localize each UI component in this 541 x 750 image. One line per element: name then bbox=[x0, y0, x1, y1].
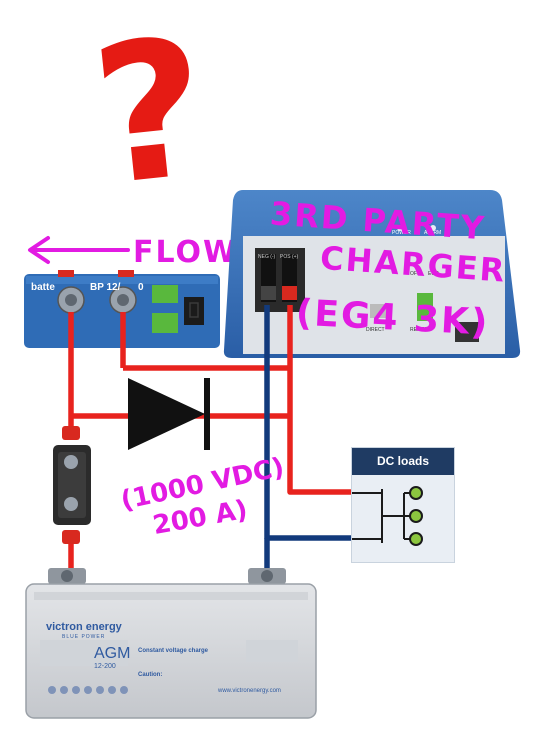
battery-model: 12-200 bbox=[94, 663, 116, 670]
charger-unit bbox=[223, 190, 521, 358]
dc-loads-title: DC loads bbox=[352, 448, 454, 475]
charger-off-label: OFF bbox=[410, 271, 420, 277]
battery-type: AGM bbox=[94, 645, 130, 662]
flow-label: FLOW bbox=[133, 235, 238, 270]
charger-alarm-label: ALARM bbox=[424, 230, 441, 236]
dc-loads-icon bbox=[352, 486, 423, 546]
charger-annotation-line3: (EG4 3K) bbox=[295, 293, 490, 344]
battery-tagline: BLUE POWER bbox=[62, 634, 105, 640]
flow-arrow bbox=[28, 236, 130, 264]
dc-loads-box: DC loads bbox=[351, 447, 455, 563]
battery-protect-model-tail: 0 bbox=[138, 282, 144, 293]
battery-protect-model: BP 12/ bbox=[90, 282, 121, 293]
battery-charge-heading: Constant voltage charge bbox=[138, 648, 209, 654]
agm-battery bbox=[25, 568, 317, 719]
charger-direct-label: DIRECT bbox=[366, 327, 385, 333]
charger-remote-label: REMOTE bbox=[410, 327, 432, 333]
charger-power-label: POWER bbox=[392, 230, 411, 236]
charger-eco-label: ECO bbox=[428, 271, 439, 277]
negative-wiring bbox=[264, 305, 352, 572]
diode-symbol bbox=[128, 378, 210, 450]
fuse-holder bbox=[53, 426, 91, 544]
battery-website: www.victronenergy.com bbox=[217, 688, 281, 694]
battery-brand: victron energy bbox=[46, 621, 123, 633]
charger-neg-label: NEG (-) bbox=[258, 254, 276, 260]
question-mark: ? bbox=[84, 0, 217, 228]
charger-pos-label: POS (+) bbox=[280, 254, 299, 260]
battery-caution-heading: Caution: bbox=[138, 672, 162, 678]
battery-protect-brand: batte bbox=[31, 282, 55, 293]
